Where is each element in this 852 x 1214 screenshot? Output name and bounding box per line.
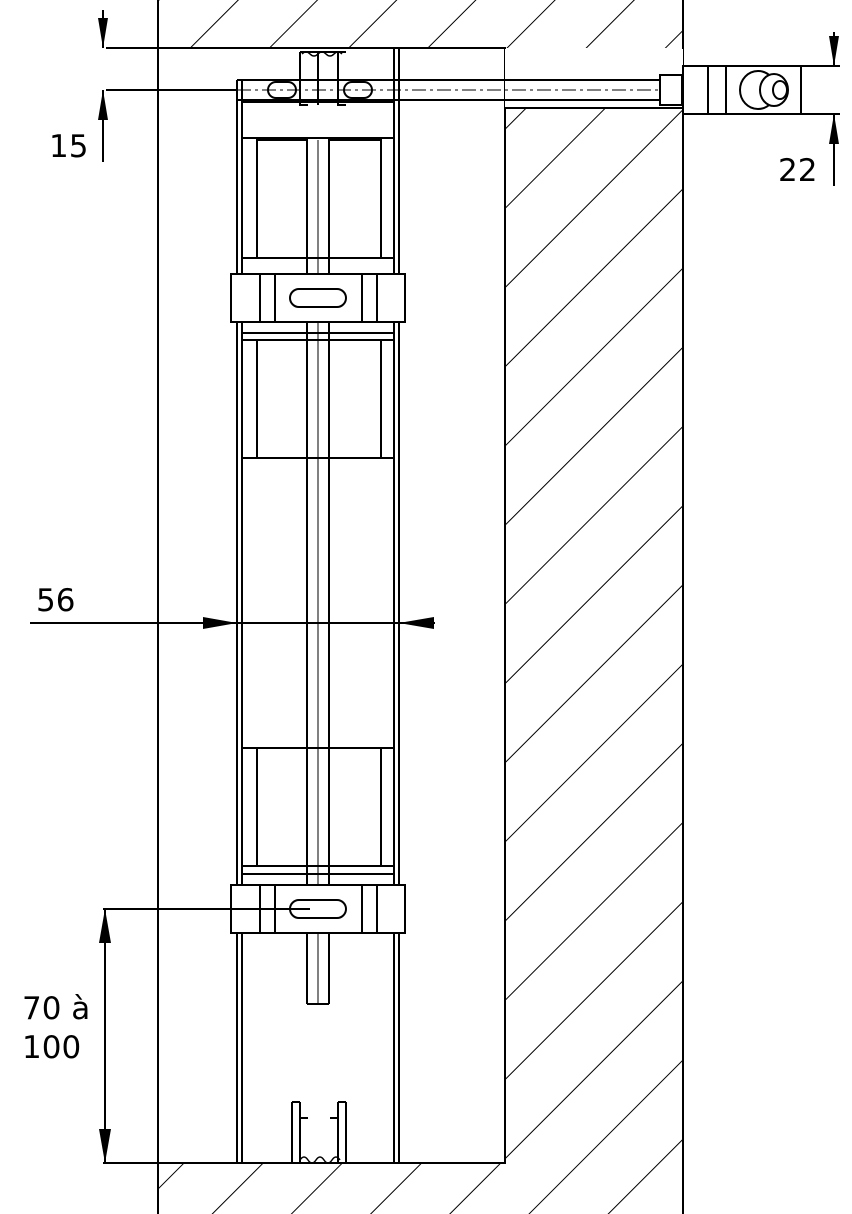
wall-hatch — [158, 0, 683, 1214]
dimension-top-gap — [98, 10, 298, 162]
floor-guide — [291, 1101, 347, 1164]
cavity-outline — [157, 47, 506, 1164]
rod-slot-left — [267, 81, 297, 99]
knob-assembly — [682, 65, 802, 115]
top-guide-profile — [299, 51, 346, 106]
door-panels — [241, 101, 395, 875]
dimension-label-bottom-range: 70 à 100 — [22, 991, 91, 1066]
upper-clamp — [230, 273, 406, 323]
top-track-assembly — [237, 51, 683, 106]
top-guide-wave — [301, 51, 343, 57]
dimension-label-rod-offset: 22 — [778, 153, 818, 189]
dimension-rod-offset — [801, 32, 840, 186]
floor-guide-wave — [299, 1156, 341, 1164]
dimension-bottom-range — [99, 908, 310, 1164]
upper-clamp-slot — [289, 288, 347, 308]
rod-slot-right — [343, 81, 373, 99]
knob-ring-inner — [772, 80, 788, 100]
dimension-label-rail-width: 56 — [36, 583, 76, 619]
rod-slot-mask — [505, 49, 683, 107]
wall-section — [157, 0, 684, 1214]
dimension-rail-width — [30, 617, 435, 629]
dimension-label-top-gap: 15 — [49, 129, 89, 165]
